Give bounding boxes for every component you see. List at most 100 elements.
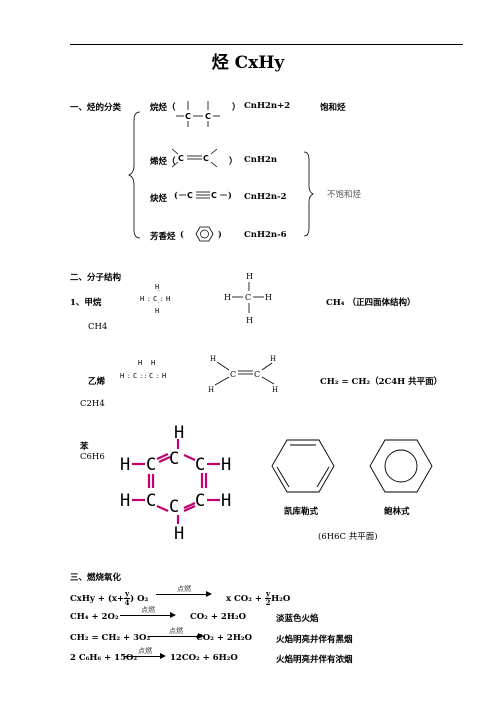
kekule-label: 凯库勒式 [284, 507, 319, 517]
arrow-line [120, 615, 170, 616]
svg-text::: : [147, 296, 151, 303]
methane-electron-formula: H ¨ H : C : H ¨ H [140, 283, 170, 315]
benzene-note: (6H6C 共平面) [318, 532, 378, 542]
svg-text:C: C [133, 372, 137, 380]
reaction-2-note: 火焰明亮并伴有黑烟 [276, 635, 353, 645]
svg-text:C: C [146, 491, 156, 511]
unsaturated-label: 不饱和烃 [327, 190, 362, 200]
reaction-1-arrow: 点燃 [120, 606, 176, 619]
svg-text:C: C [187, 191, 193, 200]
svg-text:C: C [146, 455, 156, 475]
svg-text::: : [160, 296, 164, 303]
frac-den: 4 [124, 598, 130, 607]
condition-label: 点燃 [177, 585, 191, 593]
svg-text:C: C [254, 370, 260, 379]
svg-text:H: H [155, 307, 159, 315]
svg-text:C: C [245, 293, 251, 302]
alkene-structure: C C [171, 148, 218, 168]
frac2-den: 2 [265, 598, 271, 607]
page-title: 烃 CxHy [211, 53, 285, 73]
pauling-label: 鲍林式 [384, 507, 410, 517]
section-classification-heading: 一、烃的分类 [70, 103, 122, 113]
svg-text:(: ( [174, 190, 178, 200]
svg-text:H: H [210, 355, 216, 363]
aromatic-label: 芳香烃 [150, 232, 176, 242]
arrow-line [124, 656, 160, 657]
svg-text:H: H [174, 423, 184, 443]
reaction-3-arrow: 点燃 [124, 647, 166, 660]
reaction-3-left: 2 C₆H₆ + 15O₂ [70, 653, 138, 663]
top-rule [70, 44, 463, 45]
svg-text:): ) [228, 190, 232, 200]
general-left: CxHy + [70, 594, 105, 604]
arrow-head [198, 633, 204, 639]
ethylene-label: 乙烯 [88, 377, 106, 387]
section-structure-heading: 二、分子结构 [70, 273, 122, 283]
reaction-2-arrow: 点燃 [148, 627, 204, 640]
frac2-num: y [264, 589, 272, 599]
svg-text:H: H [246, 272, 253, 281]
svg-text:::: :: [140, 373, 147, 380]
svg-text:C: C [211, 191, 217, 200]
alkane-close: ） [232, 103, 241, 113]
svg-text:H: H [224, 293, 231, 302]
general-o2: O₂ [137, 594, 149, 604]
arrow-head [160, 653, 166, 659]
svg-text:H: H [265, 293, 272, 302]
svg-text:C: C [203, 154, 209, 163]
general-reaction-arrow: 点燃 [156, 585, 212, 598]
svg-text:H: H [272, 386, 278, 394]
general-coef-close: ) [130, 594, 135, 604]
alkyne-label: 炔烃 [150, 194, 168, 204]
arrow-line [148, 636, 198, 637]
benzene-formula: C6H6 [80, 452, 105, 462]
alkane-formula: CnH2n+2 [244, 101, 291, 111]
svg-text:H: H [140, 295, 144, 303]
methane-formula: CH4 [88, 322, 108, 332]
svg-text:H: H [138, 359, 142, 367]
alkane-label: 烷烃（ [150, 103, 176, 113]
reaction-1-left: CH₄ + 2O₂ [70, 612, 119, 622]
svg-text:C: C [178, 154, 184, 163]
arrow-head [170, 612, 176, 618]
svg-text:C: C [185, 112, 191, 121]
reaction-2-left: CH₂ = CH₂ + 3O₂ [70, 633, 151, 643]
alkane-structure: C C [176, 101, 220, 127]
reaction-1-right: CO₂ + 2H₂O [190, 612, 247, 622]
reaction-2-right: CO₂ + 2H₂O [196, 633, 253, 643]
svg-text:C: C [169, 449, 179, 469]
svg-text:H: H [120, 455, 130, 475]
ethylene-note: CH₂ = CH₂（2C4H 共平面） [320, 377, 443, 387]
methane-label: 1、甲烷 [70, 298, 102, 308]
left-brace [127, 111, 141, 239]
svg-text::: : [156, 373, 160, 380]
aromatic-formula: CnH2n-6 [244, 230, 287, 240]
arrow-head [206, 591, 212, 597]
general-right-b: H₂O [271, 594, 291, 604]
reaction-1-note: 淡蓝色火焰 [276, 614, 319, 624]
methane-structural-formula: H H C H H [224, 272, 272, 325]
svg-text:C: C [169, 497, 179, 517]
svg-text:H: H [162, 372, 166, 380]
alkene-label: 烯烃（ [150, 157, 176, 167]
ethylene-structural-formula: H H C C H H [208, 355, 278, 394]
arrow-line [156, 594, 206, 595]
svg-text:H: H [120, 372, 124, 380]
svg-text:H: H [246, 316, 253, 325]
svg-text:C: C [195, 455, 205, 475]
svg-text:(: ( [180, 229, 184, 239]
svg-text:C: C [195, 491, 205, 511]
alkyne-structure: ( C C ) [174, 190, 232, 200]
ethylene-electron-formula: H H H : C :: C : H [120, 359, 166, 380]
svg-text::: : [127, 373, 131, 380]
right-brace [303, 151, 314, 237]
svg-text:C: C [149, 372, 153, 380]
svg-text:C: C [230, 370, 236, 379]
reaction-3-right: 12CO₂ + 6H₂O [170, 653, 238, 663]
kekule-structure [271, 439, 335, 493]
svg-text:H: H [270, 355, 276, 363]
